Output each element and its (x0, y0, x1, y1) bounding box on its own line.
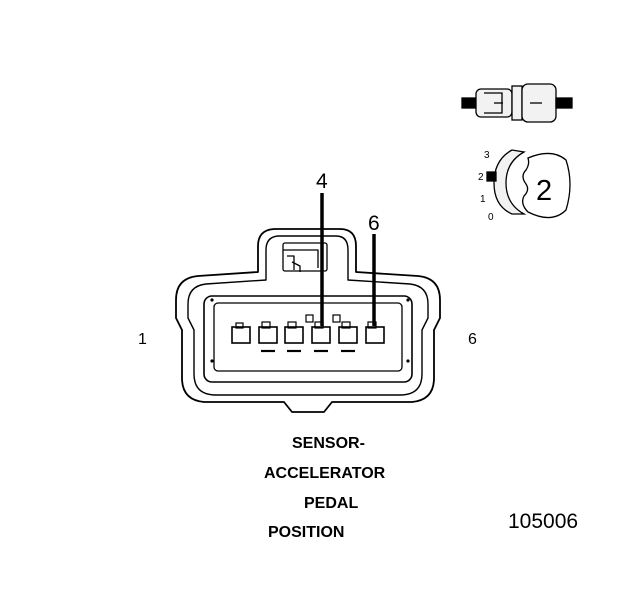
pin-cavity-frame-inner (213, 302, 403, 372)
pin-cavity-frame (203, 295, 413, 383)
terminal-4 (311, 321, 331, 353)
locking-latch (282, 242, 328, 272)
inset-badge: 2 (536, 175, 552, 207)
locator-square (332, 314, 341, 323)
inset-scale-0: 0 (488, 212, 494, 223)
terminal-6 (365, 321, 385, 344)
locator-square (305, 314, 314, 323)
inset-scale-3: 3 (484, 150, 490, 161)
mounting-dots (210, 298, 410, 363)
callout-label-6: 6 (368, 212, 380, 235)
terminal-2 (258, 321, 278, 353)
connector-housing-outer (175, 228, 441, 413)
inset-rotary-indicator (486, 149, 571, 219)
part-number: 105006 (508, 510, 578, 533)
title-line-1: SENSOR- (292, 435, 365, 452)
inset-scale-2: 2 (478, 172, 484, 183)
title-line-4: POSITION (268, 524, 344, 541)
pin-label-left: 1 (138, 331, 147, 348)
terminal-1 (231, 322, 251, 344)
terminal-3 (284, 321, 304, 353)
pin-label-right: 6 (468, 331, 477, 348)
connector-housing-inner (187, 235, 429, 396)
title-line-2: ACCELERATOR (264, 465, 386, 482)
terminal-5 (338, 321, 358, 353)
title-line-3: PEDAL (304, 495, 358, 512)
inset-connector-side-view (461, 83, 573, 123)
inset-scale-1: 1 (480, 194, 486, 205)
callout-label-4: 4 (316, 170, 328, 193)
